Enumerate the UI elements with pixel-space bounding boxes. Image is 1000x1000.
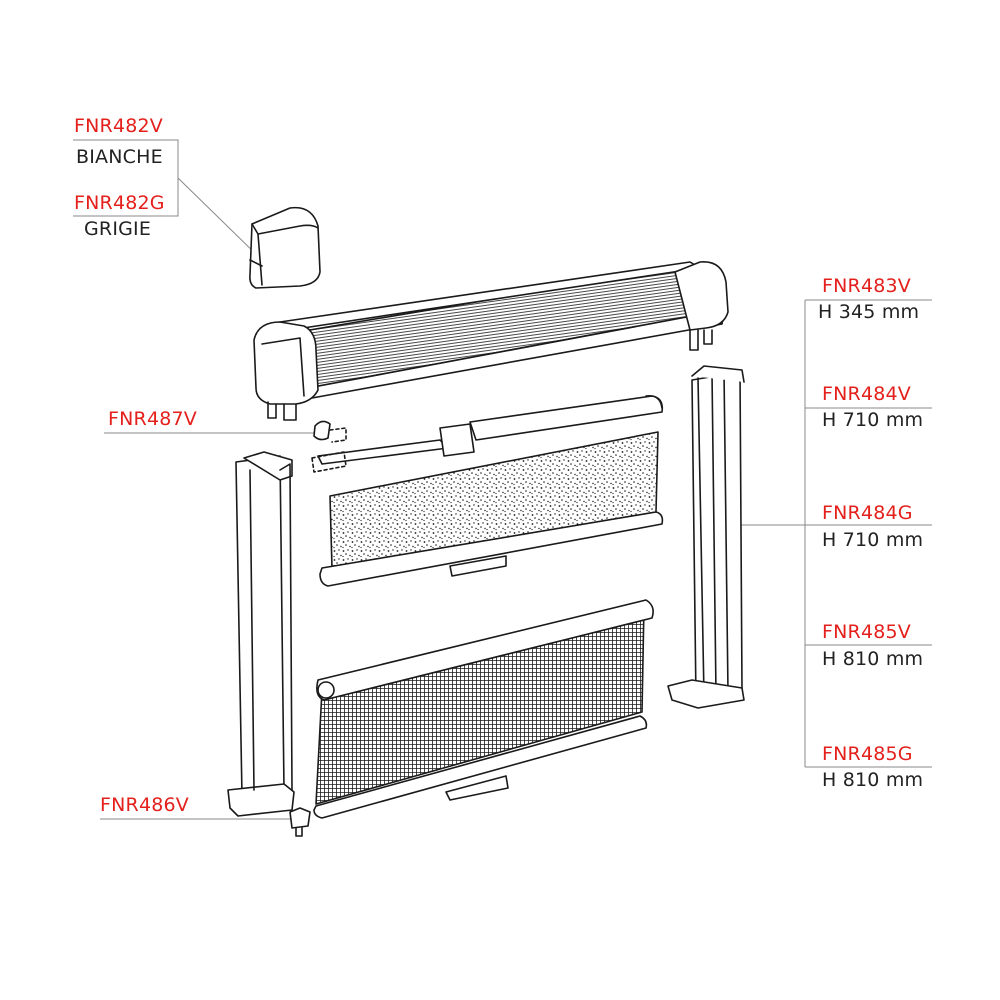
clip-code: FNR487V: [108, 408, 198, 430]
spring-roller-part: [317, 394, 664, 465]
cap-white-code: FNR482V: [74, 115, 164, 137]
guide-variant-code: FNR484V: [822, 383, 912, 405]
end-cap-part: [249, 206, 321, 289]
guide-variant-code: FNR483V: [822, 275, 912, 297]
left-guide-rail-part: [227, 451, 295, 817]
bottom-plug-part: [289, 807, 311, 837]
guide-variant-code: FNR484G: [822, 502, 913, 524]
guide-variant-code: FNR485V: [822, 621, 912, 643]
leader-lines: [73, 139, 932, 820]
guide-variant-height: H 710 mm: [822, 529, 924, 551]
cap-white-label: BIANCHE: [76, 146, 163, 168]
cap-grey-label: GRIGIE: [84, 218, 152, 240]
guide-variant-code: FNR485G: [822, 743, 913, 765]
guide-variant-height: H 345 mm: [818, 301, 920, 323]
cap-grey-code: FNR482G: [74, 192, 165, 214]
headrail-cassette-part: [253, 261, 729, 421]
lower-blind-part: [313, 599, 654, 819]
upper-blind-part: [319, 431, 664, 587]
guide-variant-height: H 710 mm: [822, 409, 924, 431]
clip-part: [311, 420, 347, 473]
guide-variant-height: H 810 mm: [822, 648, 924, 670]
bottom-plug-code: FNR486V: [100, 794, 190, 816]
right-guide-rail-part: [667, 365, 745, 709]
guide-variant-height: H 810 mm: [822, 769, 924, 791]
